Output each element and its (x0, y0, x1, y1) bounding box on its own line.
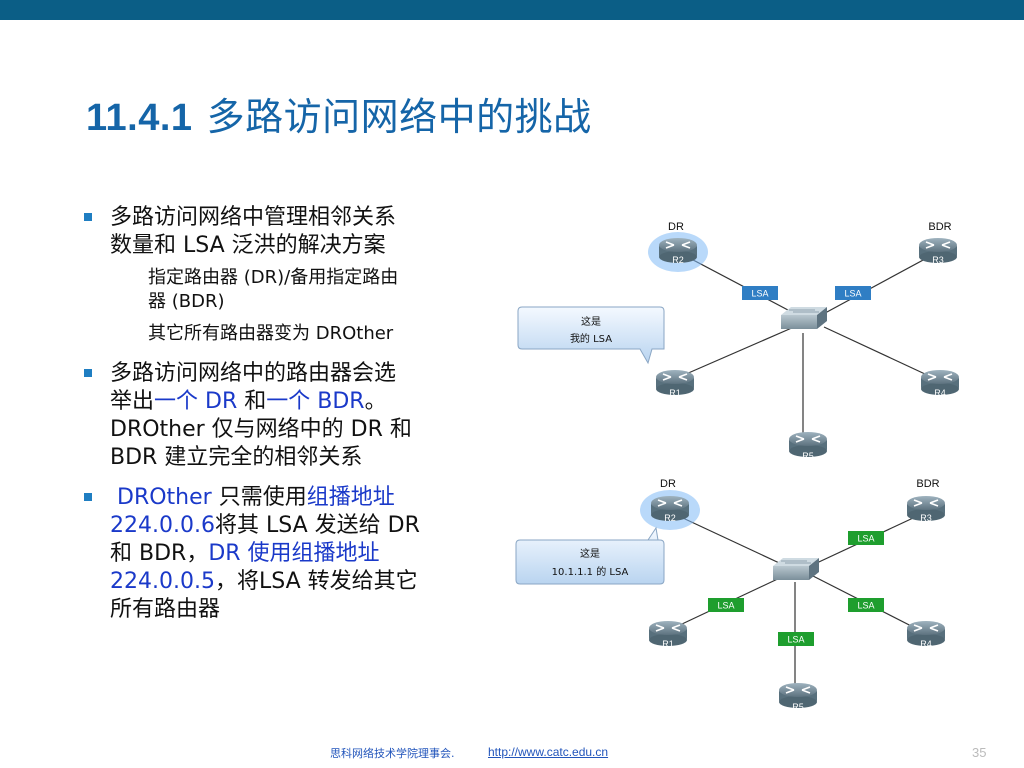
bullet-item: DROther 只需使用组播地址 224.0.0.6将其 LSA 发送给 DR … (84, 484, 504, 624)
svg-text:LSA: LSA (857, 601, 874, 611)
highlight-text: 224.0.0.5 (110, 569, 215, 594)
bullet-text: 数量和 LSA 泛洪的解决方案 (110, 233, 386, 258)
square-bullet-icon (84, 369, 92, 377)
svg-text:LSA: LSA (787, 635, 804, 645)
dr-label: DR (668, 221, 684, 233)
lsa-tag: LSA (742, 286, 778, 300)
highlight-text: 组播地址 (306, 485, 395, 510)
bullet-text: 和 BDR， (110, 541, 209, 566)
bullet-item: 多路访问网络中的路由器会选 举出一个 DR 和一个 BDR。 DROther 仅… (84, 360, 504, 472)
switch-icon (780, 306, 828, 330)
bullet-text: DROther 仅与网络中的 DR 和 (110, 417, 412, 442)
bullet-text: 。 (364, 389, 387, 414)
highlight-text: 一个 DR (154, 389, 238, 414)
svg-text:LSA: LSA (857, 534, 874, 544)
svg-text:LSA: LSA (751, 289, 768, 299)
sub-bullet-text: 其它所有路由器变为 DROther (148, 323, 394, 344)
speech-bubble-icon: 这是 我的 LSA (517, 306, 665, 365)
page-number: 35 (972, 745, 987, 760)
title-text: 多路访问网络中的挑战 (206, 95, 592, 139)
callout-text: 这是 (581, 315, 601, 328)
router-label: R4 (934, 388, 946, 398)
sub-bullet-text: 器 (BDR) (148, 291, 225, 312)
lsa-tag: LSA (848, 598, 884, 612)
switch-icon (772, 557, 820, 581)
router-label: R3 (920, 513, 932, 523)
router-label: R4 (920, 639, 932, 649)
square-bullet-icon (84, 213, 92, 221)
highlight-text: 一个 BDR (266, 389, 365, 414)
bullet-text: ，将LSA 转发给其它 (214, 569, 418, 594)
highlight-text: 224.0.0.6 (110, 513, 215, 538)
sub-bullet-text: 指定路由器 (DR)/备用指定路由 (148, 267, 399, 288)
bdr-label: BDR (916, 478, 939, 490)
bullet-item: 多路访问网络中管理相邻关系 数量和 LSA 泛洪的解决方案 (84, 204, 504, 260)
bottom-network-diagram: LSA LSA LSA LSA R2 R3 R1 R4 R5 DR BDR 这是… (515, 478, 946, 712)
router-label: R5 (802, 451, 814, 461)
lsa-tag: LSA (835, 286, 871, 300)
lsa-tag: LSA (778, 632, 814, 646)
bullet-text: 多路访问网络中管理相邻关系 (110, 205, 397, 230)
bullet-text: 只需使用 (211, 485, 307, 510)
highlight-text: DR 使用组播地址 (208, 541, 380, 566)
lsa-tag: LSA (708, 598, 744, 612)
bullet-text: 多路访问网络中的路由器会选 (110, 361, 397, 386)
bdr-label: BDR (928, 221, 951, 233)
callout-text: 我的 LSA (570, 332, 612, 345)
router-label: R1 (662, 639, 674, 649)
bullet-text: 和 (237, 389, 267, 414)
router-label: R3 (932, 255, 944, 265)
bullet-list: 多路访问网络中管理相邻关系 数量和 LSA 泛洪的解决方案 指定路由器 (DR)… (84, 204, 504, 624)
sub-bullet-item: 指定路由器 (DR)/备用指定路由 器 (BDR) (84, 266, 504, 314)
section-number: 11.4.1 (86, 97, 193, 139)
svg-text:LSA: LSA (717, 601, 734, 611)
page-title: 11.4.1 多路访问网络中的挑战 (86, 86, 592, 141)
router-label: R2 (664, 513, 676, 523)
sub-bullet-item: 其它所有路由器变为 DROther (84, 322, 504, 346)
speech-bubble-icon: 这是 10.1.1.1 的 LSA (515, 526, 665, 585)
bullet-text: 所有路由器 (110, 597, 221, 622)
router-label: R2 (672, 255, 684, 265)
lsa-tag: LSA (848, 531, 884, 545)
callout-text: 10.1.1.1 的 LSA (552, 565, 629, 578)
router-label: R1 (669, 388, 681, 398)
top-banner (0, 0, 1024, 20)
footer-link[interactable]: http://www.catc.edu.cn (488, 745, 609, 759)
callout-text: 这是 (580, 547, 600, 560)
square-bullet-icon (84, 493, 92, 501)
bullet-text: 举出 (110, 389, 155, 414)
bullet-text: BDR 建立完全的相邻关系 (110, 445, 363, 470)
bullet-text: 将其 LSA 发送给 DR (214, 513, 420, 538)
dr-label: DR (660, 478, 676, 490)
highlight-text: DROther (117, 485, 212, 510)
top-network-diagram: LSA LSA R2 R3 R1 R4 R5 DR BDR 这是 我的 LSA (517, 221, 960, 461)
router-label: R5 (792, 702, 804, 712)
footer-organization: 思科网络技术学院理事会. (330, 747, 455, 760)
svg-text:LSA: LSA (844, 289, 861, 299)
